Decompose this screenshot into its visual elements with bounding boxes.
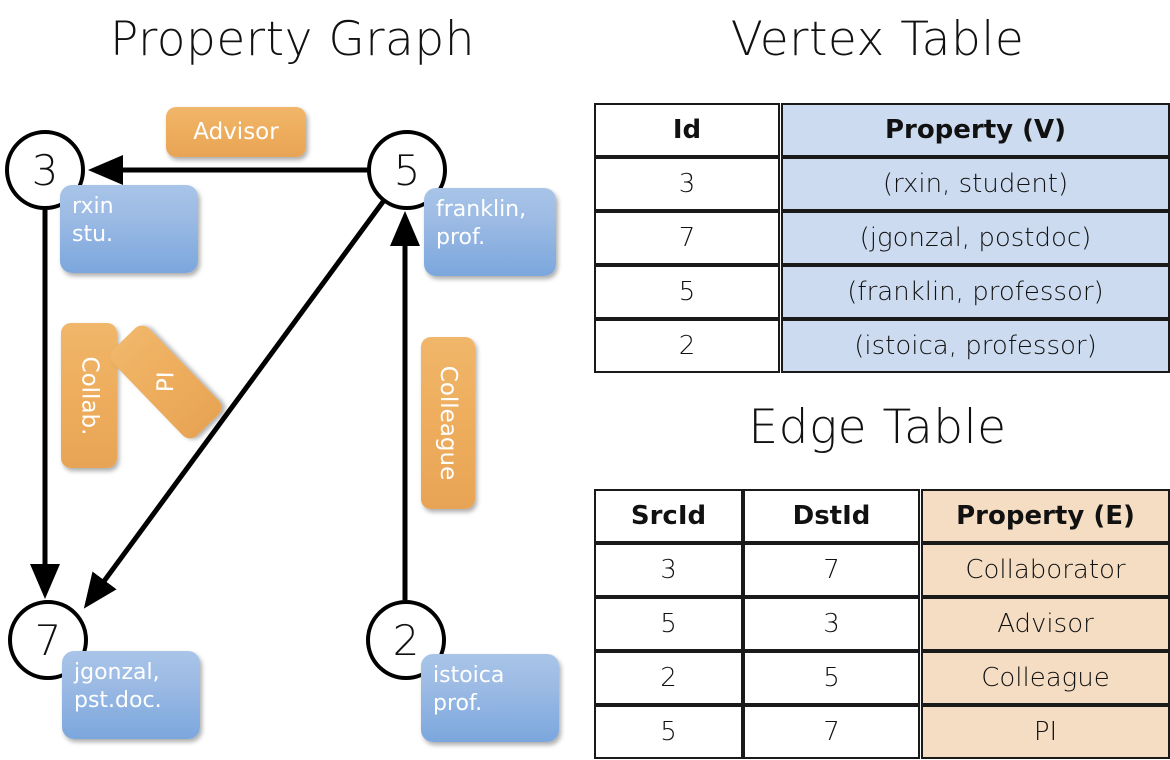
vertex-property-5-line1: franklin,: [436, 197, 527, 222]
table-row[interactable]: 5: [743, 651, 920, 705]
edge-table-dstid-column: DstId 7 3 5 7: [743, 489, 920, 759]
vertex-property-box-7[interactable]: jgonzal, pst.doc.: [62, 651, 200, 739]
vertex-table-property-cell: (istoica, professor): [781, 319, 1170, 373]
vertex-table-id-cell: 3: [594, 157, 780, 211]
table-row[interactable]: Colleague: [921, 651, 1170, 705]
vertex-property-box-2[interactable]: istoica prof.: [421, 654, 559, 742]
table-row[interactable]: 5: [594, 265, 780, 319]
table-row[interactable]: 3: [594, 157, 780, 211]
edge-table-header-dstid: DstId: [743, 489, 920, 543]
vertex-node-7-label: 7: [34, 615, 62, 665]
edge-table-srcid-cell: 2: [594, 651, 743, 705]
table-header-row: SrcId: [594, 489, 743, 543]
vertex-property-7-line2: pst.doc.: [74, 688, 162, 714]
edge-label-pi-text: PI: [152, 371, 180, 393]
table-row[interactable]: Advisor: [921, 597, 1170, 651]
graph-edges-svg: [30, 155, 420, 609]
vertex-node-3-label: 3: [31, 145, 59, 195]
vertex-property-2-line1: istoica: [433, 663, 505, 688]
edge-table-property-cell: Advisor: [921, 597, 1170, 651]
page-title-edge-table: Edge Table: [748, 400, 1007, 455]
page-title-vertex-table: Vertex Table: [730, 12, 1025, 67]
vertex-property-box-5[interactable]: franklin, prof.: [424, 188, 556, 276]
table-row[interactable]: 3: [594, 543, 743, 597]
vertex-table-property-cell: (rxin, student): [781, 157, 1170, 211]
table-row[interactable]: 7: [743, 705, 920, 759]
vertex-table-property-cell: (jgonzal, postdoc): [781, 211, 1170, 265]
edge-table-dstid-cell: 7: [743, 705, 920, 759]
table-row[interactable]: 7: [743, 543, 920, 597]
edge-table-srcid-column: SrcId 3 5 2 5: [594, 489, 743, 759]
vertex-table-header-id: Id: [594, 103, 780, 157]
table-row[interactable]: 3: [743, 597, 920, 651]
vertex-property-3-line2: stu.: [72, 222, 114, 248]
page-title-property-graph: Property Graph: [110, 12, 475, 67]
edge-table-srcid-cell: 3: [594, 543, 743, 597]
table-header-row: Id: [594, 103, 780, 157]
table-row[interactable]: 5: [594, 705, 743, 759]
edge-table-srcid-cell: 5: [594, 705, 743, 759]
vertex-table-property-column: Property (V) (rxin, student) (jgonzal, p…: [781, 103, 1170, 373]
table-row[interactable]: (franklin, professor): [781, 265, 1170, 319]
vertex-node-2[interactable]: 2: [366, 600, 446, 680]
vertex-table-id-cell: 5: [594, 265, 780, 319]
edge-label-advisor-text: Advisor: [193, 119, 279, 145]
table-header-row: Property (E): [921, 489, 1170, 543]
table-row[interactable]: Collaborator: [921, 543, 1170, 597]
table-header-row: Property (V): [781, 103, 1170, 157]
edge-table-property-column: Property (E) Collaborator Advisor Collea…: [921, 489, 1170, 759]
table-row[interactable]: 2: [594, 651, 743, 705]
table-header-row: DstId: [743, 489, 920, 543]
vertex-table-id-cell: 7: [594, 211, 780, 265]
edge-table-property-cell: Collaborator: [921, 543, 1170, 597]
edge-table-dstid-cell: 7: [743, 543, 920, 597]
edge-label-colleague-text: Colleague: [435, 365, 462, 481]
vertex-table-id-cell: 2: [594, 319, 780, 373]
table-row[interactable]: PI: [921, 705, 1170, 759]
edge-table-header-srcid: SrcId: [594, 489, 743, 543]
edge-label-collab[interactable]: Collab.: [61, 323, 117, 468]
vertex-node-5-label: 5: [393, 145, 421, 195]
vertex-table-id-column: Id 3 7 5 2: [594, 103, 780, 373]
vertex-property-3-line1: rxin: [72, 194, 114, 219]
edge-label-advisor[interactable]: Advisor: [166, 107, 306, 157]
table-row[interactable]: 5: [594, 597, 743, 651]
table-row[interactable]: 7: [594, 211, 780, 265]
table-row[interactable]: (jgonzal, postdoc): [781, 211, 1170, 265]
edge-table-property-cell: Colleague: [921, 651, 1170, 705]
vertex-table-header-property: Property (V): [781, 103, 1170, 157]
edge-table-dstid-cell: 5: [743, 651, 920, 705]
edge-label-collab-text: Collab.: [76, 356, 103, 435]
vertex-property-7-line1: jgonzal,: [74, 660, 160, 685]
vertex-node-2-label: 2: [392, 615, 420, 665]
table-row[interactable]: (rxin, student): [781, 157, 1170, 211]
vertex-property-2-line2: prof.: [433, 691, 483, 717]
table-row[interactable]: (istoica, professor): [781, 319, 1170, 373]
edge-label-colleague[interactable]: Colleague: [421, 337, 475, 509]
vertex-property-5-line2: prof.: [436, 225, 486, 251]
edge-table-property-cell: PI: [921, 705, 1170, 759]
table-row[interactable]: 2: [594, 319, 780, 373]
edge-5-to-7: [83, 197, 388, 609]
edge-table-srcid-cell: 5: [594, 597, 743, 651]
vertex-table-property-cell: (franklin, professor): [781, 265, 1170, 319]
vertex-property-box-3[interactable]: rxin stu.: [60, 185, 198, 273]
edge-table-dstid-cell: 3: [743, 597, 920, 651]
property-graph-panel: 3 5 7 2 rxin stu. franklin, prof. jgonza…: [5, 107, 559, 742]
edge-table-header-property: Property (E): [921, 489, 1170, 543]
vertex-node-5[interactable]: 5: [367, 130, 447, 210]
